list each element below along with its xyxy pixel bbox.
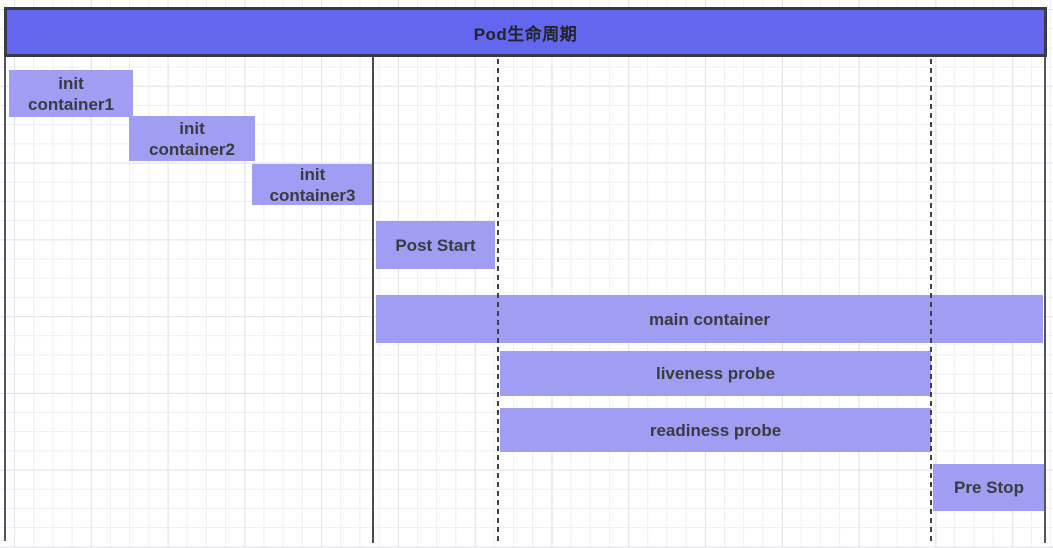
- bar-post-start: Post Start: [376, 221, 495, 269]
- bar-pre-stop: Pre Stop: [933, 464, 1045, 511]
- frame-left-border: [4, 54, 6, 541]
- bar-readiness-probe: readiness probe: [500, 408, 931, 452]
- bar-main-container: main container: [376, 295, 1043, 343]
- diagram-title: Pod生命周期: [473, 24, 578, 44]
- bar-init-container3: init container3: [252, 164, 373, 205]
- main-start-guide-line: [372, 56, 374, 543]
- frame-right-border: [1044, 54, 1046, 543]
- bar-liveness-probe: liveness probe: [500, 351, 931, 396]
- pre-stop-guide-line: [930, 59, 932, 543]
- bar-init-container2: init container2: [129, 116, 255, 161]
- probe-start-guide-line: [497, 59, 499, 543]
- bar-init-container1: init container1: [9, 70, 133, 117]
- diagram-title-bar: Pod生命周期: [4, 7, 1047, 57]
